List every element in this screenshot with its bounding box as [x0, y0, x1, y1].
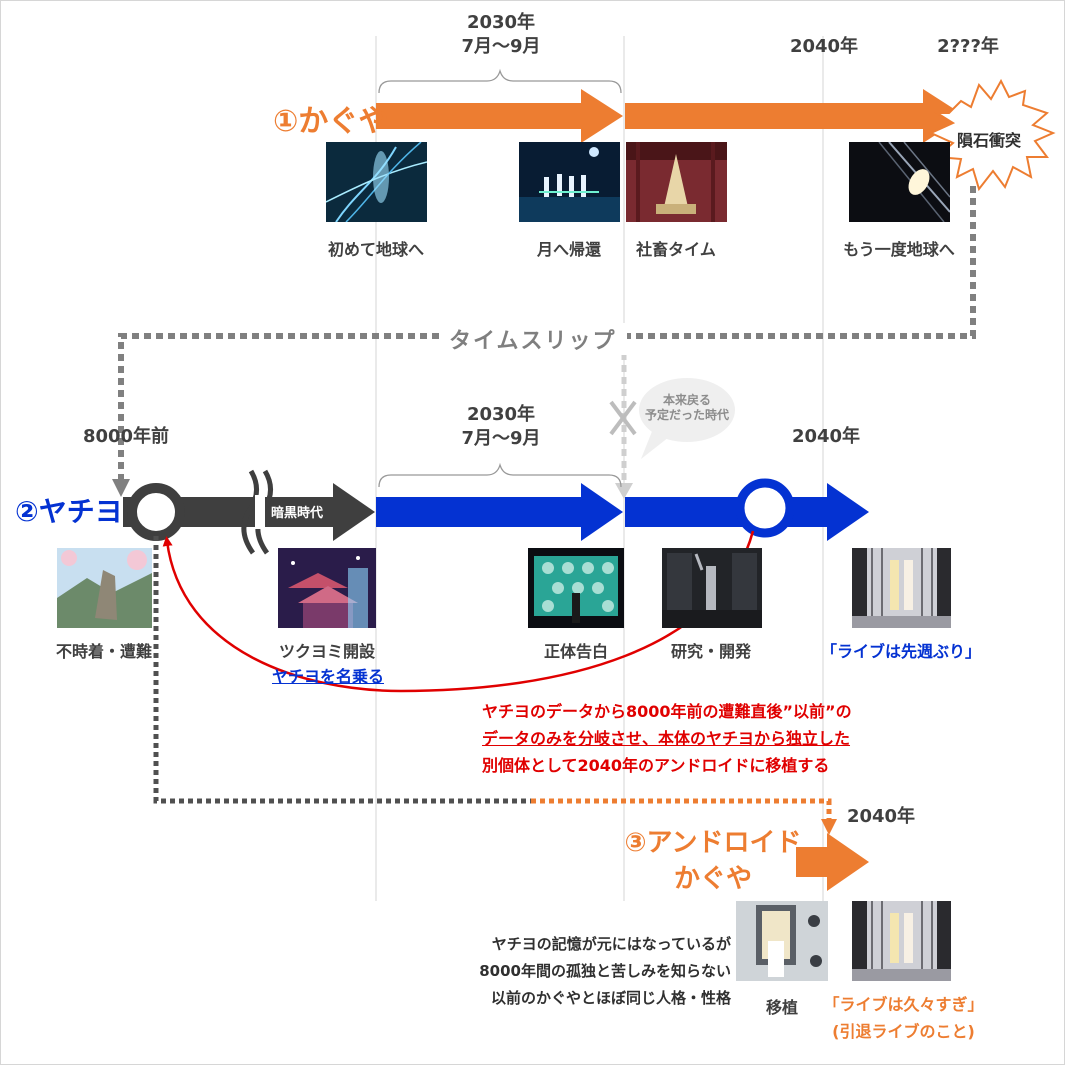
kaguya-arrow-1 [376, 89, 623, 143]
branch-note: ヤチヨのデータから8000年前の遭難直後”以前”の データのみを分岐させ、本体の… [482, 698, 852, 779]
yachiyo-2040-circle [740, 483, 790, 533]
t1-label: ①かぐや [273, 96, 388, 140]
quote-live-long-time: 「ライブは久々すぎ」 (引退ライブのこと) [816, 991, 991, 1045]
caption-name-yachiyo: ヤチヨを名乗る [263, 663, 393, 687]
quote-live-last-week: 「ライブは先週ぶり」 [816, 638, 986, 662]
branch-note-line: データのみを分岐させ、本体のヤチヨから独立した [482, 725, 852, 752]
t2-year-2030: 2030年 7月〜9月 [441, 403, 561, 451]
branch-note-line: ヤチヨのデータから8000年前の遭難直後”以前”の [482, 698, 852, 725]
intended-return-head [615, 483, 633, 499]
t3-label: ③アンドロイド かぐや [613, 825, 813, 897]
thumb-reveal [528, 548, 624, 628]
branch-note-line: 別個体として2040年のアンドロイドに移植する [482, 752, 852, 779]
t1-year-2030: 2030年 7月〜9月 [441, 11, 561, 59]
thumb-salaryman-time [626, 142, 727, 222]
time-slip-label: タイムスリップ [439, 323, 627, 355]
thumb-transplant [736, 901, 828, 981]
t2-label: ②ヤチヨ [15, 490, 123, 530]
thumb-tsukuyomi [278, 548, 376, 628]
thumb-research [662, 548, 762, 628]
brace-2030-top [379, 71, 621, 93]
t3-year-2040: 2040年 [836, 805, 926, 829]
android-description: ヤチヨの記憶が元にはなっているが 8000年間の孤独と苦しみを知らない 以前のか… [446, 931, 731, 1012]
dark-age-head [333, 483, 375, 541]
caption-earth-again: もう一度地球へ [839, 236, 959, 260]
thumb-stranded [57, 548, 152, 628]
thumb-return-moon [519, 142, 620, 222]
thumb-earth-again [849, 142, 950, 222]
transplant-route-orange [531, 801, 829, 819]
t2-year-8000: 8000年前 [71, 425, 181, 449]
thumb-first-to-earth [326, 142, 427, 222]
thumb-live-long-time [852, 901, 951, 981]
yachiyo-arrow-1 [376, 483, 623, 541]
brace-2030-bottom [379, 465, 621, 487]
caption-research: 研究・開発 [651, 638, 771, 662]
intended-era-bubble: 本来戻る 予定だった時代 [641, 393, 733, 423]
kaguya-arrow-2 [625, 89, 965, 143]
caption-first-to-earth: 初めて地球へ [316, 236, 436, 260]
dark-age-label: 暗黒時代 [271, 502, 323, 521]
t2-year-2040: 2040年 [781, 425, 871, 449]
caption-tsukuyomi: ツクヨミ開設 [267, 638, 387, 662]
t1-year-future: 2???年 [923, 35, 1013, 59]
thumb-live-last-week [852, 548, 951, 628]
caption-reveal: 正体告白 [516, 638, 636, 662]
caption-return-moon: 月へ帰還 [509, 236, 629, 260]
meteor-burst-label: 隕石衝突 [949, 127, 1029, 151]
caption-salaryman-time: 社畜タイム [616, 236, 736, 260]
yachiyo-start-circle [132, 488, 180, 536]
caption-stranded: 不時着・遭難 [44, 638, 164, 662]
t1-year-2040: 2040年 [779, 35, 869, 59]
